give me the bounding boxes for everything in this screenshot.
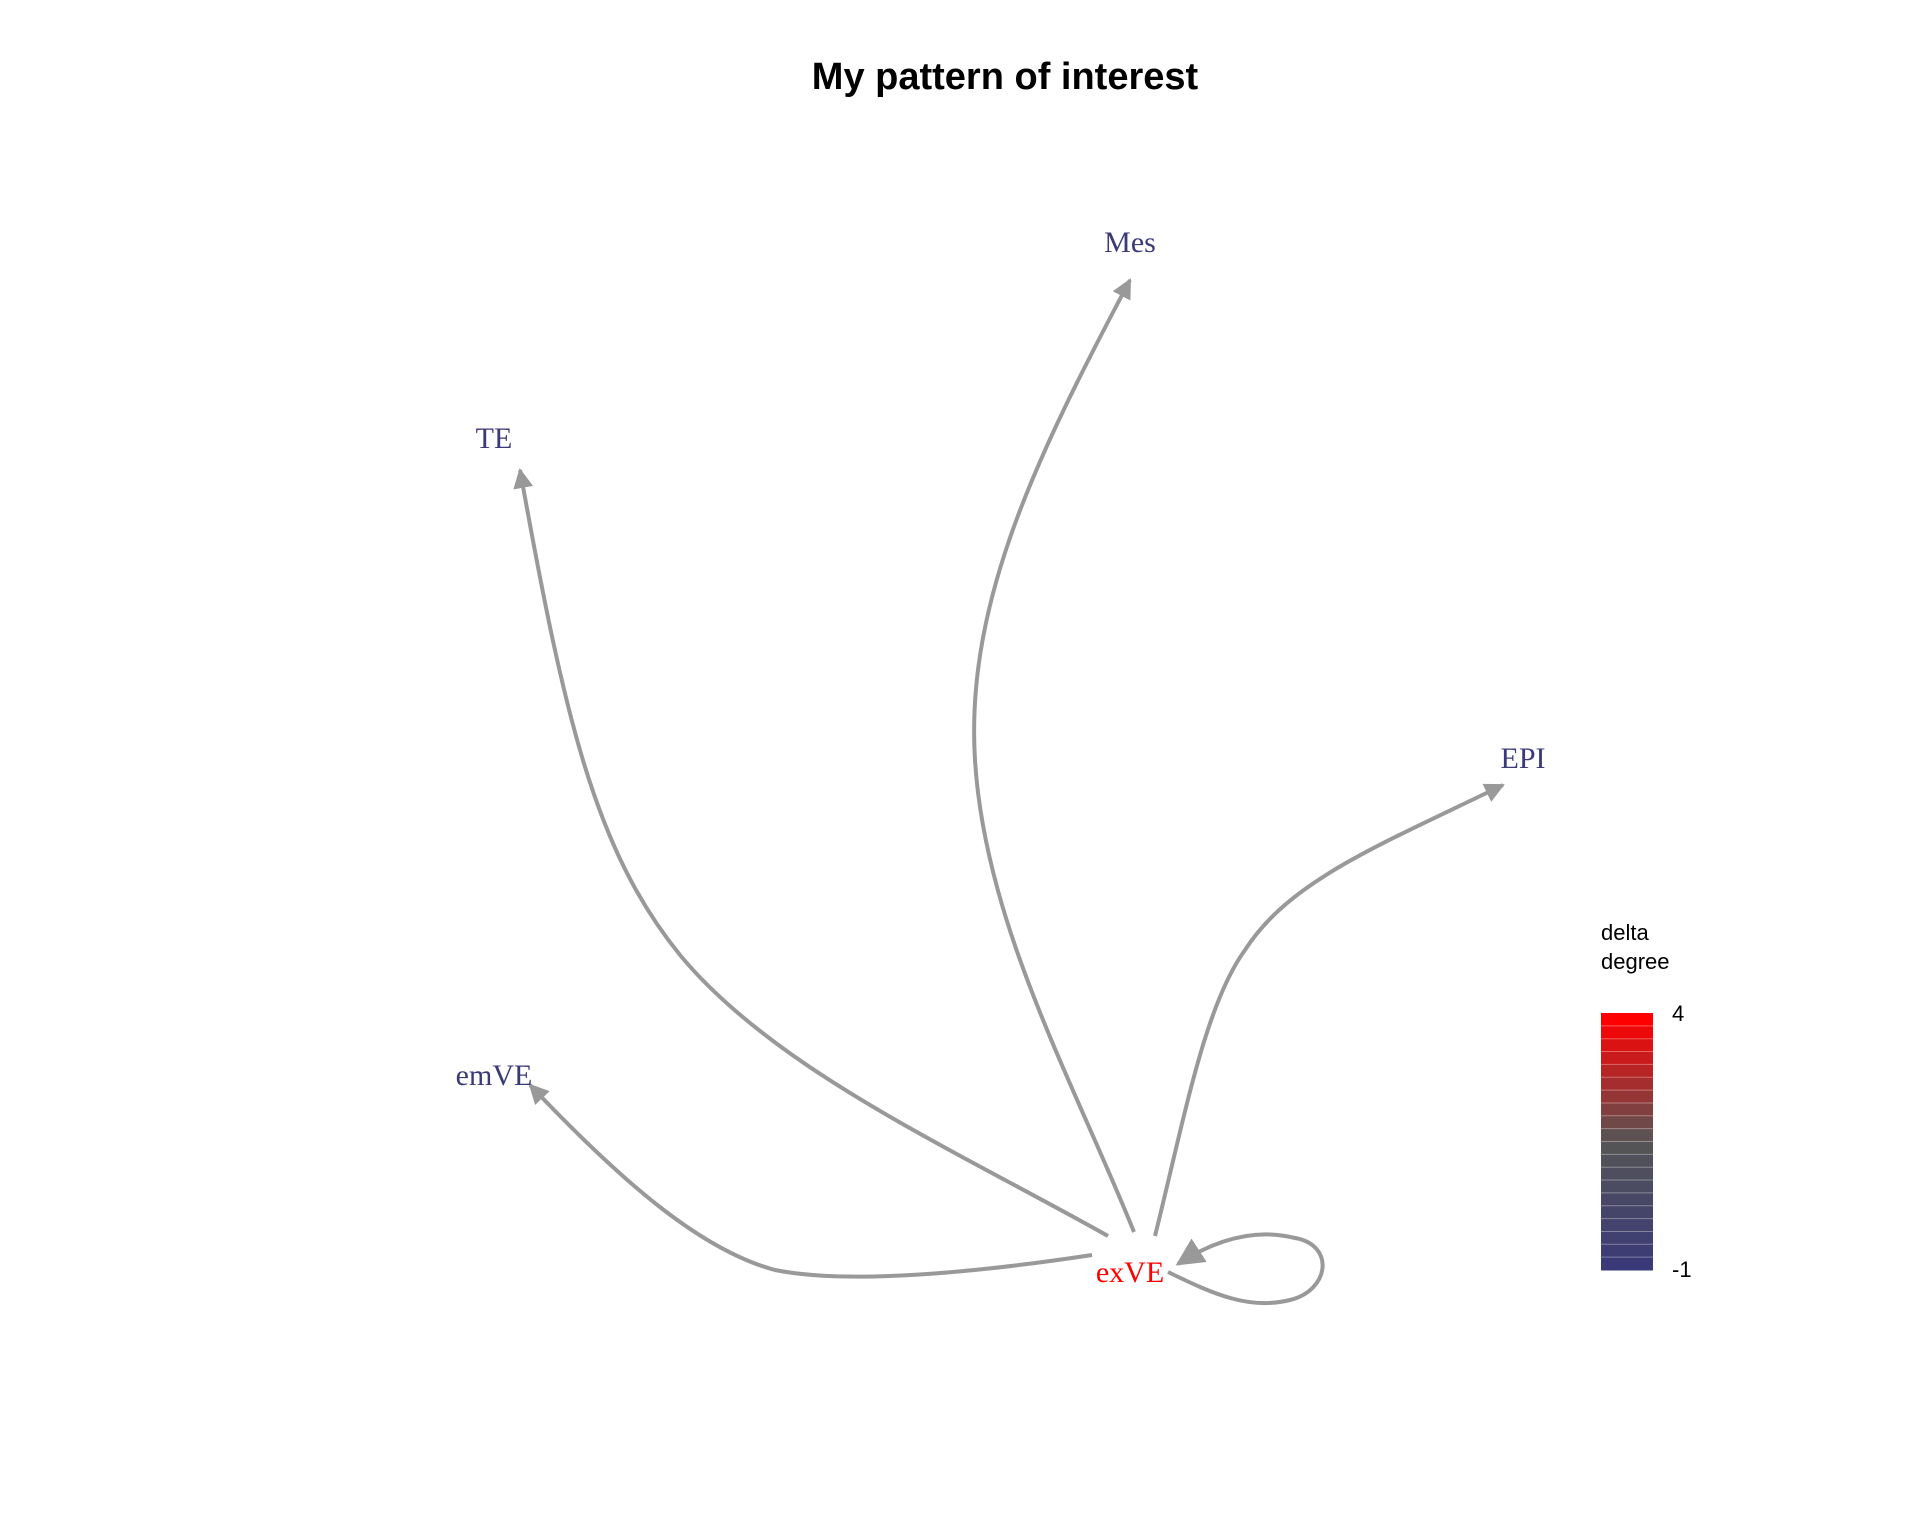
edge-exVE-self-loop xyxy=(1167,1232,1325,1306)
legend-bar-segment xyxy=(1601,1128,1653,1142)
edge-exVE-EPI xyxy=(1153,783,1505,1237)
legend-min-label: -1 xyxy=(1672,1257,1692,1282)
legend-max-label: 4 xyxy=(1672,1001,1684,1026)
node-label-emve: emVE xyxy=(456,1059,533,1092)
legend-bar-segment xyxy=(1601,1154,1653,1168)
legend-bar-segment xyxy=(1601,1115,1653,1130)
legend-bar-segment xyxy=(1601,1038,1653,1053)
legend-bar-segment xyxy=(1601,1102,1653,1117)
legend-bar-segment xyxy=(1601,1205,1653,1220)
legend-bar-segment xyxy=(1601,1244,1653,1258)
edge-exVE-emVE xyxy=(528,1083,1093,1279)
legend-bar-segment xyxy=(1601,1077,1653,1091)
node-label-mes: Mes xyxy=(1104,226,1156,259)
node-label-exve: exVE xyxy=(1096,1256,1164,1289)
node-label-te: TE xyxy=(476,422,513,455)
legend-bar-segment xyxy=(1601,1090,1653,1104)
edges-group xyxy=(513,278,1505,1306)
legend-bar-segment xyxy=(1601,1180,1653,1194)
legend-bar-segment xyxy=(1601,1192,1653,1207)
legend-title-line1: delta xyxy=(1601,920,1649,945)
legend-color-bar xyxy=(1601,1013,1653,1271)
edge-exVE-Mes xyxy=(972,278,1136,1233)
legend-bar-segment xyxy=(1601,1051,1653,1065)
legend: delta degree 4 -1 xyxy=(1601,920,1692,1282)
legend-bar-segment xyxy=(1601,1013,1653,1027)
legend-bar-segment xyxy=(1601,1141,1653,1155)
legend-title-line2: degree xyxy=(1601,949,1670,974)
legend-bar-segment xyxy=(1601,1167,1653,1181)
legend-bar-segment xyxy=(1601,1257,1653,1271)
edge-exVE-TE xyxy=(513,468,1109,1238)
legend-bar-segment xyxy=(1601,1218,1653,1232)
node-label-epi: EPI xyxy=(1501,742,1546,775)
plot-title: My pattern of interest xyxy=(811,56,1199,98)
legend-bar-segment xyxy=(1601,1025,1653,1040)
legend-bar-segment xyxy=(1601,1231,1653,1245)
nodes-group: Mes TE EPI emVE exVE xyxy=(456,226,1546,1289)
legend-bar-segment xyxy=(1601,1064,1653,1078)
